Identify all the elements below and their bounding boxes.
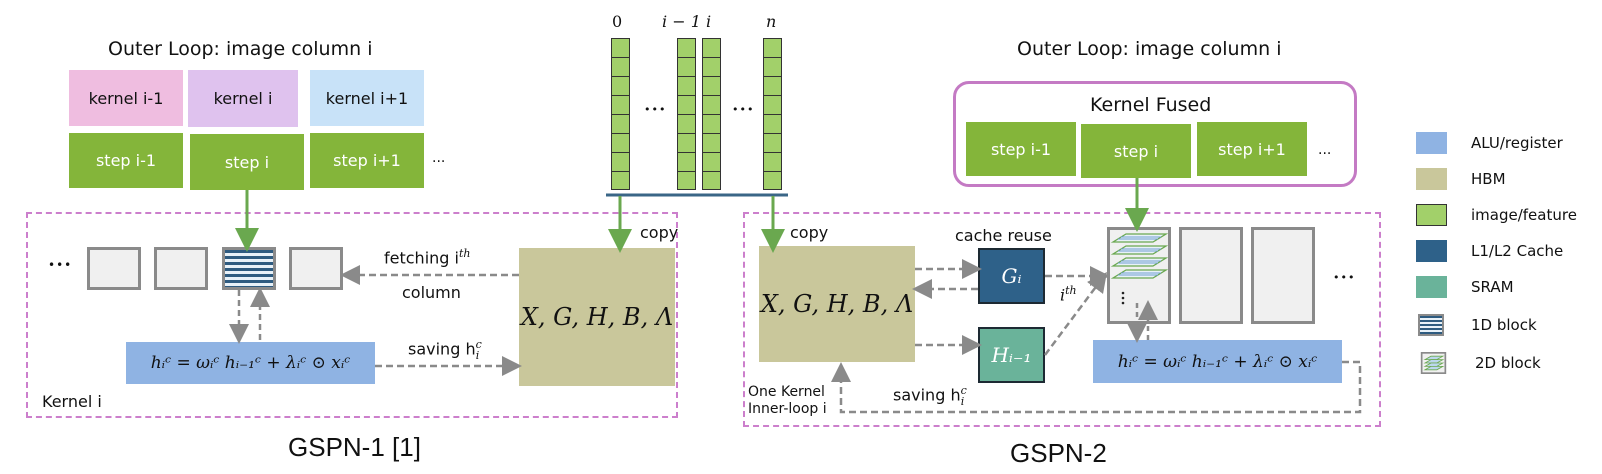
legend-item-alu: ALU/register	[1416, 128, 1577, 158]
one-kernel-label: One Kernel Inner-loop i	[748, 384, 827, 418]
ith-label: ith	[1060, 284, 1077, 304]
cache-swatch-icon	[1416, 240, 1447, 262]
columns-ellipsis-2: •••	[732, 103, 755, 116]
legend-item-1d-block: 1D block	[1416, 310, 1577, 340]
g-cache-box: Gᵢ	[978, 248, 1045, 304]
saving-sup: c	[475, 338, 482, 351]
saving-sub: i	[475, 348, 480, 362]
fetching-label: fetching ith	[384, 247, 470, 267]
block-1d-swatch-icon	[1418, 314, 1444, 336]
legend-item-cache: L1/L2 Cache	[1416, 236, 1577, 266]
right-saving-label: saving hci	[893, 384, 967, 408]
left-saving-label: saving hci	[408, 338, 482, 362]
active-1d-block	[222, 247, 276, 290]
active-2d-block	[1107, 227, 1171, 324]
legend-item-image: image/feature	[1416, 200, 1577, 230]
left-step-current: step i	[190, 134, 304, 190]
column-2d-block	[1179, 227, 1243, 324]
right-steps-ellipsis: ...	[1318, 142, 1332, 158]
left-copy-label: copy	[640, 223, 679, 242]
column-block	[87, 247, 141, 290]
image-column-0	[611, 38, 630, 190]
legend-label: SRAM	[1471, 278, 1514, 296]
one-kernel-line2: Inner-loop i	[748, 401, 827, 417]
h-sram-box: Hᵢ₋₁	[978, 327, 1045, 383]
right-hbm-box: X, G, H, B, Λ	[759, 246, 915, 362]
left-blocks-ellipsis: •••	[48, 258, 73, 272]
cache-reuse-label: cache reuse	[955, 226, 1052, 245]
gspn2-caption: GSPN-2	[1010, 438, 1107, 468]
ith-sup: th	[1065, 284, 1077, 297]
columns-ellipsis-1: •••	[644, 103, 667, 116]
column-label-i-minus-1: i − 1	[662, 12, 701, 31]
legend-label: HBM	[1471, 170, 1506, 188]
left-recurrence-equation: hᵢᶜ = ωᵢᶜ hᵢ₋₁ᶜ + λᵢᶜ ⊙ xᵢᶜ	[126, 342, 375, 384]
image-column-n	[763, 38, 782, 190]
kernel-current-box: kernel i	[188, 70, 298, 127]
right-recurrence-equation: hᵢᶜ = ωᵢᶜ hᵢ₋₁ᶜ + λᵢᶜ ⊙ xᵢᶜ	[1093, 340, 1342, 383]
left-hbm-box: X, G, H, B, Λ	[519, 248, 675, 386]
legend-label: L1/L2 Cache	[1471, 242, 1564, 260]
column-2d-block	[1251, 227, 1315, 324]
kernel-i-label: Kernel i	[42, 392, 102, 411]
saving-text: saving h	[893, 385, 961, 405]
left-step-next: step i+1	[310, 133, 424, 188]
kernel-next-box: kernel i+1	[310, 70, 424, 126]
column-block	[154, 247, 208, 290]
left-steps-ellipsis: ...	[432, 150, 446, 166]
sram-swatch-icon	[1416, 276, 1447, 298]
right-blocks-ellipsis: •••	[1333, 271, 1356, 284]
right-step-prev: step i-1	[966, 122, 1076, 176]
legend: ALU/register HBM image/feature L1/L2 Cac…	[1416, 128, 1577, 378]
kernel-fused-frame	[953, 81, 1357, 187]
legend-label: 1D block	[1471, 316, 1537, 334]
left-outer-loop-title: Outer Loop: image column i	[108, 38, 373, 60]
left-step-prev: step i-1	[69, 133, 183, 188]
image-swatch-icon	[1416, 204, 1447, 226]
right-outer-loop-title: Outer Loop: image column i	[1017, 38, 1282, 60]
legend-item-2d-block: 2D block	[1416, 348, 1577, 378]
image-column-i	[702, 38, 721, 190]
column-block	[289, 247, 343, 290]
block-2d-swatch-icon	[1420, 352, 1447, 374]
gspn2-kernel-frame	[743, 212, 1381, 427]
gspn1-caption: GSPN-1 [1]	[288, 432, 421, 462]
legend-label: image/feature	[1471, 206, 1577, 224]
legend-item-hbm: HBM	[1416, 164, 1577, 194]
gspn1-kernel-frame	[26, 212, 678, 418]
one-kernel-line1: One Kernel	[748, 384, 825, 400]
legend-label: 2D block	[1475, 354, 1541, 372]
column-label-0: 0	[612, 12, 623, 31]
kernel-fused-label: Kernel Fused	[1090, 94, 1212, 116]
right-step-current: step i	[1081, 124, 1191, 178]
saving-sub: i	[960, 394, 965, 408]
legend-item-sram: SRAM	[1416, 272, 1577, 302]
hbm-swatch-icon	[1416, 168, 1447, 190]
fetching-text: fetching i	[384, 248, 459, 268]
kernel-prev-box: kernel i-1	[69, 70, 183, 126]
column-label-n: n	[766, 12, 777, 31]
fetching-sup: th	[458, 247, 471, 260]
fetching-column-label: column	[402, 283, 461, 302]
right-step-next: step i+1	[1197, 122, 1307, 176]
legend-label: ALU/register	[1471, 134, 1563, 152]
alu-swatch-icon	[1416, 132, 1447, 154]
saving-text: saving h	[408, 339, 476, 359]
right-copy-label: copy	[790, 223, 829, 242]
column-label-i: i	[706, 12, 712, 31]
image-column-i-minus-1	[677, 38, 696, 190]
